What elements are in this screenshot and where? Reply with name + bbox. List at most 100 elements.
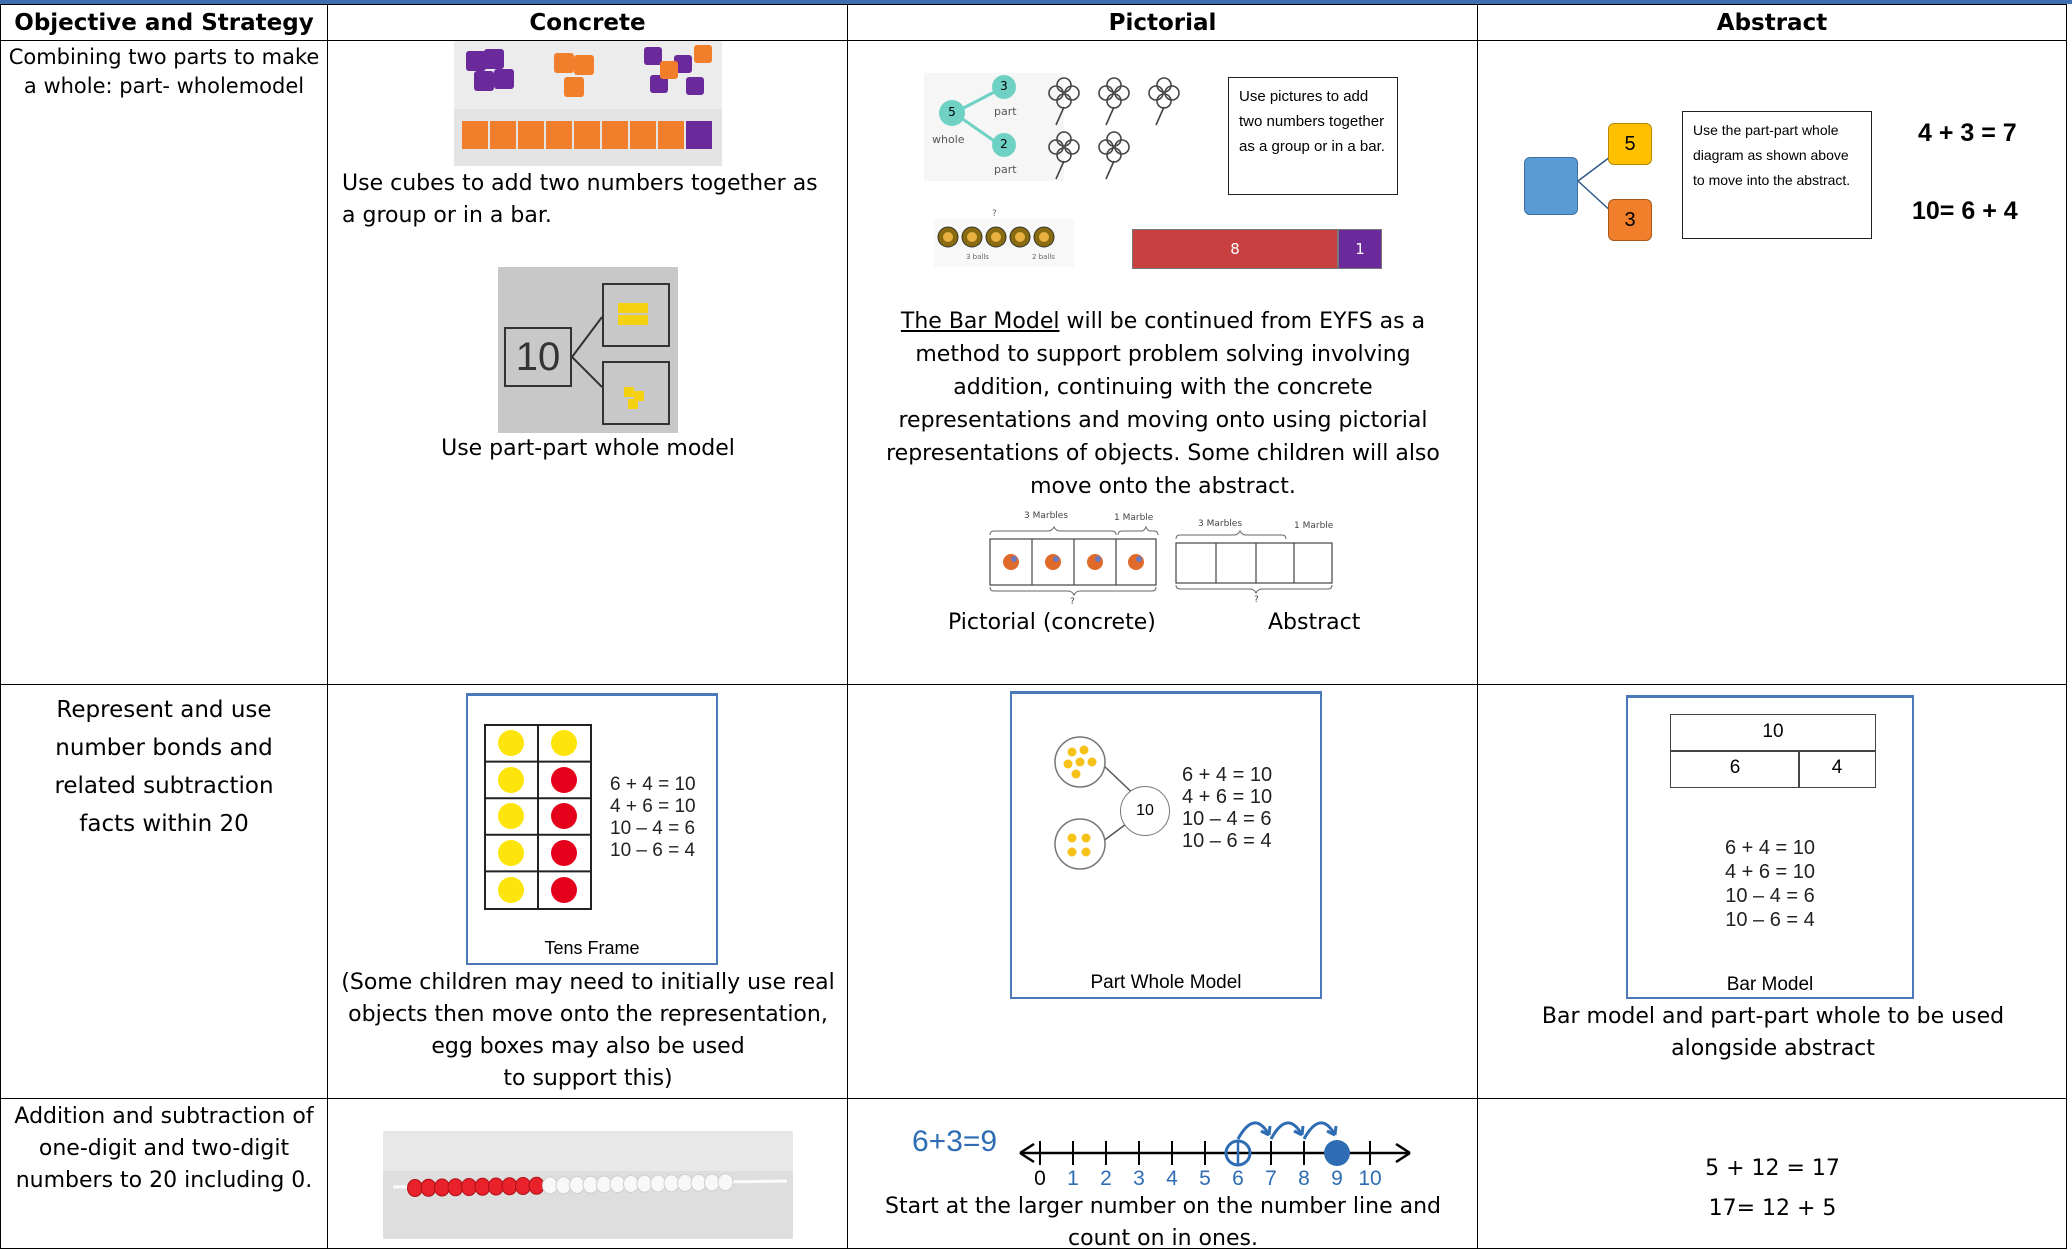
concrete-cell: [328, 1099, 847, 1247]
header-pictorial: Pictorial: [847, 4, 1478, 41]
part-whole-caption: Part Whole Model: [1090, 972, 1242, 993]
bar-one: 1: [1338, 229, 1382, 269]
bead: [474, 1177, 491, 1196]
abstract-marbles-one-label: 1 Marble: [1294, 521, 1334, 531]
tick-label: 7: [1265, 1167, 1277, 1189]
bead: [488, 1177, 504, 1196]
bead: [677, 1174, 693, 1192]
abstract-cell: 5 3 Use the part-part whole diagram as s…: [1478, 41, 2066, 683]
bar-model-equations: 6 + 4 = 10 4 + 6 = 10 10 – 4 = 6 10 – 6 …: [1724, 837, 1816, 931]
teal-part-whole-diagram: [924, 73, 1064, 181]
abstract-note: Use the part-part whole diagram as shown…: [1682, 111, 1872, 239]
marbles-question-left: ?: [1070, 597, 1075, 607]
pictorial-cell: 5 3 2 whole part part Use pictures to: [848, 41, 1477, 683]
bar-model-caption: Bar Model: [1726, 974, 1814, 995]
bead: [609, 1175, 626, 1194]
tick-label: 1: [1067, 1167, 1079, 1189]
concrete-cell: 6 + 4 = 10 4 + 6 = 10 10 – 4 = 6 10 – 6 …: [328, 685, 847, 1097]
number-line-caption: Start at the larger number on the number…: [884, 1194, 1441, 1250]
tick-label: 2: [1100, 1167, 1112, 1189]
bead: [515, 1177, 531, 1195]
abstract-eq-1: 4 + 3 = 7: [1918, 119, 2017, 147]
bar-model-paragraph: The Bar Model will be continued from EYF…: [886, 309, 1440, 499]
marbles-bar-models: [989, 525, 1333, 597]
tick-label: 3: [1133, 1167, 1145, 1189]
bar-whole: 10: [1670, 714, 1876, 752]
bead: [569, 1176, 585, 1194]
abstract-eq-2: 10= 6 + 4: [1912, 197, 2018, 225]
marbles-three-label: 3 Marbles: [1024, 511, 1069, 521]
marbles-question-right: ?: [1254, 595, 1259, 605]
abstract-equations: 5 + 12 = 17 17= 12 + 5: [1478, 1149, 2067, 1229]
tens-frame-equations: 6 + 4 = 10 4 + 6 = 10 10 – 4 = 6 10 – 6 …: [610, 774, 696, 861]
bead: [636, 1174, 653, 1193]
bead: [704, 1173, 720, 1192]
balls-right-label: 2 balls: [1032, 253, 1055, 261]
tick-label: 5: [1199, 1167, 1211, 1189]
pictorial-note: Use pictures to add two numbers together…: [1228, 77, 1398, 195]
header-row: Objective and Strategy Concrete Pictoria…: [0, 4, 2067, 41]
row-number-bonds: Represent and use number bonds and relat…: [0, 684, 2067, 1099]
part-whole-caption: Use part-part whole model: [441, 436, 735, 461]
tens-frame-card: 6 + 4 = 10 4 + 6 = 10 10 – 4 = 6 10 – 6 …: [466, 693, 718, 965]
bead: [501, 1177, 518, 1196]
header-abstract: Abstract: [1477, 4, 2067, 41]
bead: [420, 1178, 437, 1197]
tick-label: 0: [1034, 1167, 1046, 1189]
bead: [461, 1178, 477, 1196]
bead: [407, 1179, 423, 1197]
part-whole-equations: 6 + 4 = 10 4 + 6 = 10 10 – 4 = 6 10 – 6 …: [1182, 764, 1273, 852]
objective-text: Addition and subtraction of one-digit an…: [14, 1104, 314, 1193]
number-line-sum: 6+3=9: [912, 1125, 998, 1158]
abstract-label: Abstract: [1268, 610, 1361, 635]
objective-text: Combining two parts to make a whole: par…: [8, 45, 320, 98]
abstract-marbles-three-label: 3 Marbles: [1198, 519, 1243, 529]
cubes-caption: Use cubes to add two numbers together as…: [342, 171, 818, 228]
tens-frame-grid: [484, 724, 592, 910]
bead-string-photo: [383, 1131, 793, 1239]
part-label-bottom: part: [994, 163, 1017, 176]
bar-eight: 8: [1132, 229, 1338, 269]
bar-model-link[interactable]: The Bar Model: [900, 309, 1060, 334]
tick-label: 8: [1298, 1167, 1310, 1189]
part-label-top: part: [994, 105, 1017, 118]
tick-label: 10: [1358, 1167, 1381, 1189]
abstract-cell: 10 6 4 6 + 4 = 10 4 + 6 = 10 10 – 4 = 6 …: [1478, 685, 2066, 1097]
row-part-whole: Combining two parts to make a whole: par…: [0, 40, 2067, 685]
balls-question: ?: [992, 209, 997, 219]
tick-label: 6: [1232, 1167, 1244, 1189]
tick-label: 9: [1331, 1167, 1343, 1189]
pictorial-concrete-label: Pictorial (concrete): [948, 610, 1156, 635]
part-a-value: 3: [1000, 79, 1008, 93]
bead: [650, 1174, 666, 1193]
bar-part-four: 4: [1798, 750, 1876, 788]
ten-box: 10: [504, 327, 572, 387]
jump-arrow: [1236, 1121, 1271, 1140]
row-add-subtract: Addition and subtraction of one-digit an…: [0, 1098, 2067, 1250]
bead: [717, 1173, 734, 1192]
flower-icons: [1048, 77, 1180, 180]
bead: [528, 1176, 545, 1195]
jump-arrow: [1269, 1121, 1304, 1140]
whole-circle: 10: [1120, 786, 1170, 836]
pictorial-cell: 10 6 + 4 = 10 4 + 6 = 10 10 – 4 = 6 10 –…: [848, 685, 1477, 1097]
bead: [623, 1175, 639, 1193]
bead: [542, 1176, 558, 1195]
part-square-top: 5: [1608, 123, 1652, 165]
whole-square: [1524, 157, 1578, 215]
part-whole-card: 10 6 + 4 = 10 4 + 6 = 10 10 – 4 = 6 10 –…: [1010, 691, 1322, 999]
end-marker: [1324, 1140, 1350, 1166]
bead: [447, 1178, 464, 1197]
tens-frame-caption: Tens Frame: [544, 938, 640, 958]
part-b-value: 2: [1000, 137, 1008, 151]
bead: [596, 1175, 612, 1194]
calculation-policy-table: Objective and Strategy Concrete Pictoria…: [0, 4, 2067, 1250]
abstract-eq-2: 17= 12 + 5: [1708, 1196, 1837, 1221]
balls-picture: [934, 219, 1074, 267]
whole-label: whole: [932, 133, 965, 146]
abstract-eq-1: 5 + 12 = 17: [1705, 1156, 1840, 1181]
whole-value: 5: [948, 105, 956, 119]
